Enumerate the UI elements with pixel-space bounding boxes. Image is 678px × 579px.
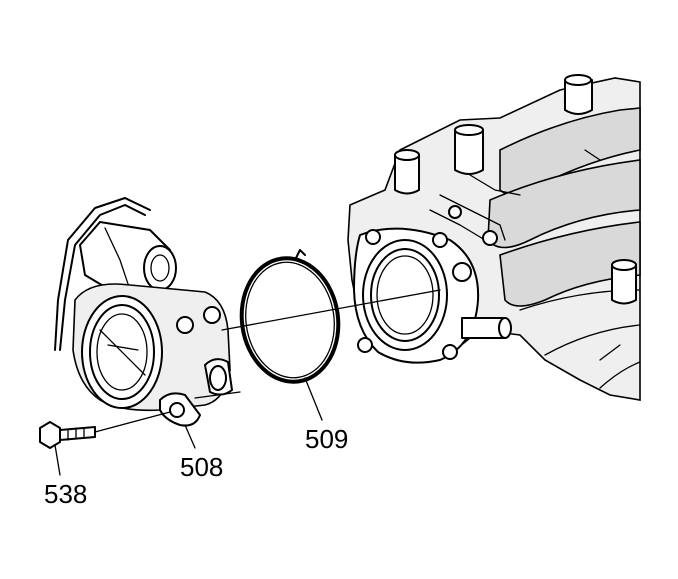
callout-538: 538 bbox=[44, 479, 87, 509]
throttle-body bbox=[54, 197, 241, 427]
callout-509: 509 bbox=[305, 424, 348, 454]
callout-508: 508 bbox=[180, 452, 223, 482]
alignment-lines bbox=[54, 289, 441, 476]
bolt-538 bbox=[39, 421, 96, 449]
gasket-509 bbox=[239, 249, 341, 384]
intake-manifold bbox=[347, 74, 641, 401]
